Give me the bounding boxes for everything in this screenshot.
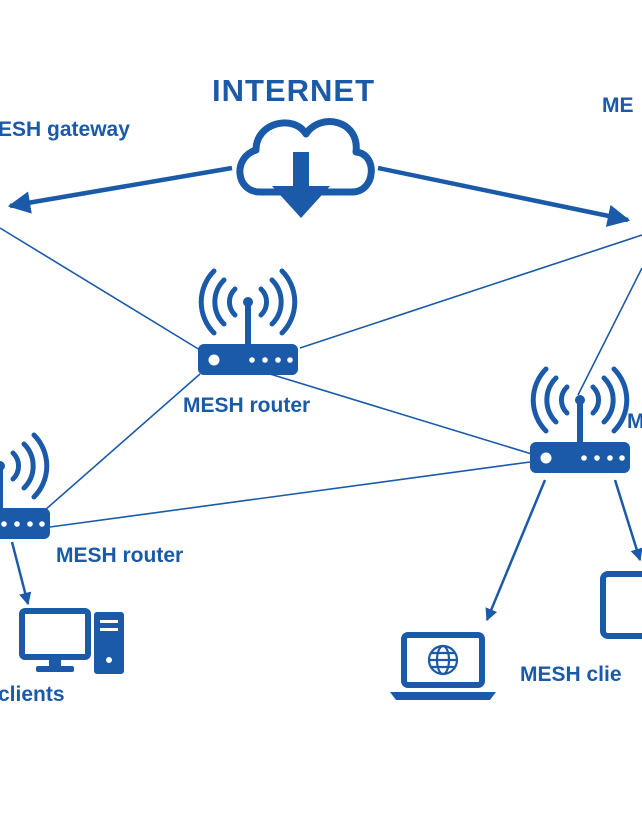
- arrow-right-router-to-monitor: [613, 479, 642, 562]
- mesh-router-right-label: M: [627, 410, 642, 433]
- monitor-icon: [600, 571, 642, 639]
- link-left-gateway-center-router: [0, 227, 201, 351]
- arrow-right-router-to-laptop: [485, 479, 547, 622]
- router-icon-left: [0, 435, 50, 539]
- link-right-router-right-gateway: [577, 267, 642, 396]
- desktop-computer-icon: [19, 608, 124, 674]
- internet-links: [7, 165, 631, 227]
- arrow-internet-to-left-gateway: [7, 165, 233, 214]
- cloud-download-icon: [236, 118, 375, 218]
- link-center-router-left-router: [44, 373, 201, 511]
- mesh-gateway-right-label: ME: [602, 94, 634, 117]
- client-links: [10, 479, 642, 622]
- arrow-left-router-to-desktop: [10, 541, 32, 606]
- mesh-router-center-label: MESH router: [183, 394, 311, 417]
- mesh-clients-right-label: MESH clie: [520, 663, 622, 686]
- mesh-connections: [0, 227, 642, 528]
- internet-title: INTERNET: [212, 73, 375, 108]
- link-center-router-right-router: [269, 373, 536, 456]
- arrow-internet-to-right-gateway: [377, 165, 631, 227]
- mesh-clients-left-label: clients: [0, 683, 65, 706]
- router-icon-right: [530, 369, 630, 473]
- mesh-router-left-label: MESH router: [56, 544, 184, 567]
- laptop-globe-icon: [390, 632, 496, 700]
- router-icon-center: [198, 271, 298, 375]
- link-center-router-right-gateway: [299, 234, 642, 349]
- mesh-gateway-left-label: ESH gateway: [0, 118, 130, 141]
- link-left-router-right-router: [49, 461, 531, 528]
